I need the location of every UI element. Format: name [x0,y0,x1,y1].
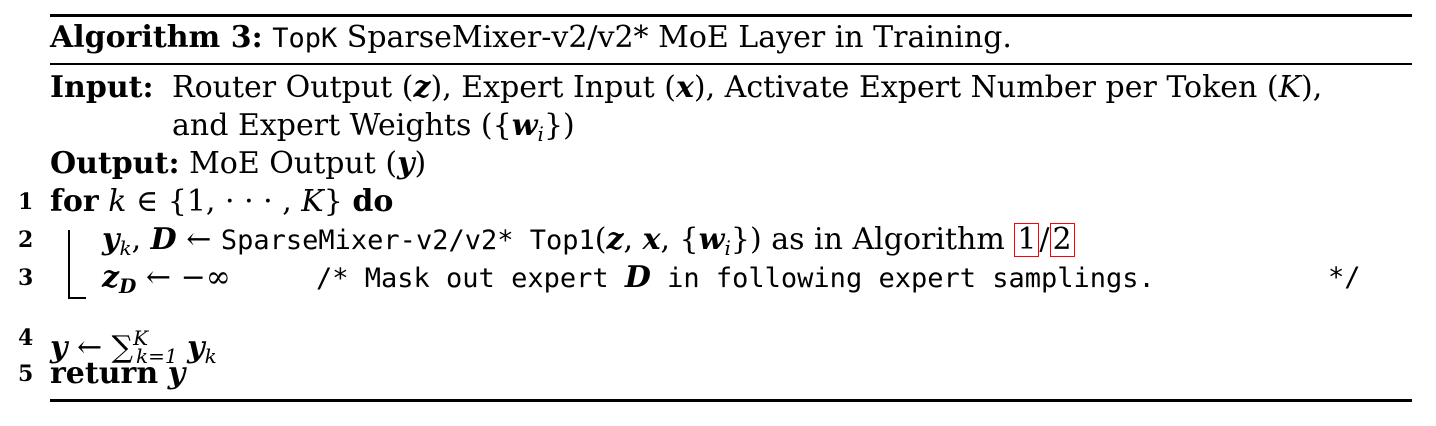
algorithm-title: SparseMixer-v2/v2* MoE Layer in Training… [337,20,1012,55]
top-rule [50,14,1412,17]
line-number-1: 1 [18,189,34,215]
algorithm-ref-1[interactable]: 1 [1014,223,1040,257]
line-number-2: 2 [18,227,34,253]
line-3-comment: /* Mask out expert D in following expert… [316,260,1155,295]
algorithm-ref-2[interactable]: 2 [1049,223,1075,257]
line-2: yk, D ← SparseMixer-v2/v2* Top1(z, x, {w… [102,222,1075,266]
algorithm-caption: Algorithm 3: TopK SparseMixer-v2/v2* MoE… [50,20,1012,57]
input-line-2: and Expert Weights ({wi}) [172,108,575,146]
algorithm-label: Algorithm 3: [50,20,263,55]
line-number-3: 3 [18,265,34,291]
input-label: Input: [50,70,154,105]
algorithm-title-mono: TopK [272,23,338,54]
line-1: for k ∈ {1, · · · , K} do [50,184,394,219]
line-number-5: 5 [18,361,34,387]
output-label: Output: [50,146,180,181]
output-row: Output: MoE Output (y) [50,146,427,181]
line-3: zD ← −∞ [102,260,231,298]
line-3-comment-end: */ [1328,262,1361,293]
line-4: y ← ∑Kk=1 yk [50,326,217,368]
block-bar [68,230,70,298]
line-number-4: 4 [18,325,34,351]
line-5: return y [50,356,186,391]
bottom-rule [50,399,1412,402]
input-row: Input: [50,70,154,106]
caption-rule [50,63,1412,65]
block-bar-end [68,297,86,299]
input-line-1: Router Output (z), Expert Input (x), Act… [172,70,1323,105]
